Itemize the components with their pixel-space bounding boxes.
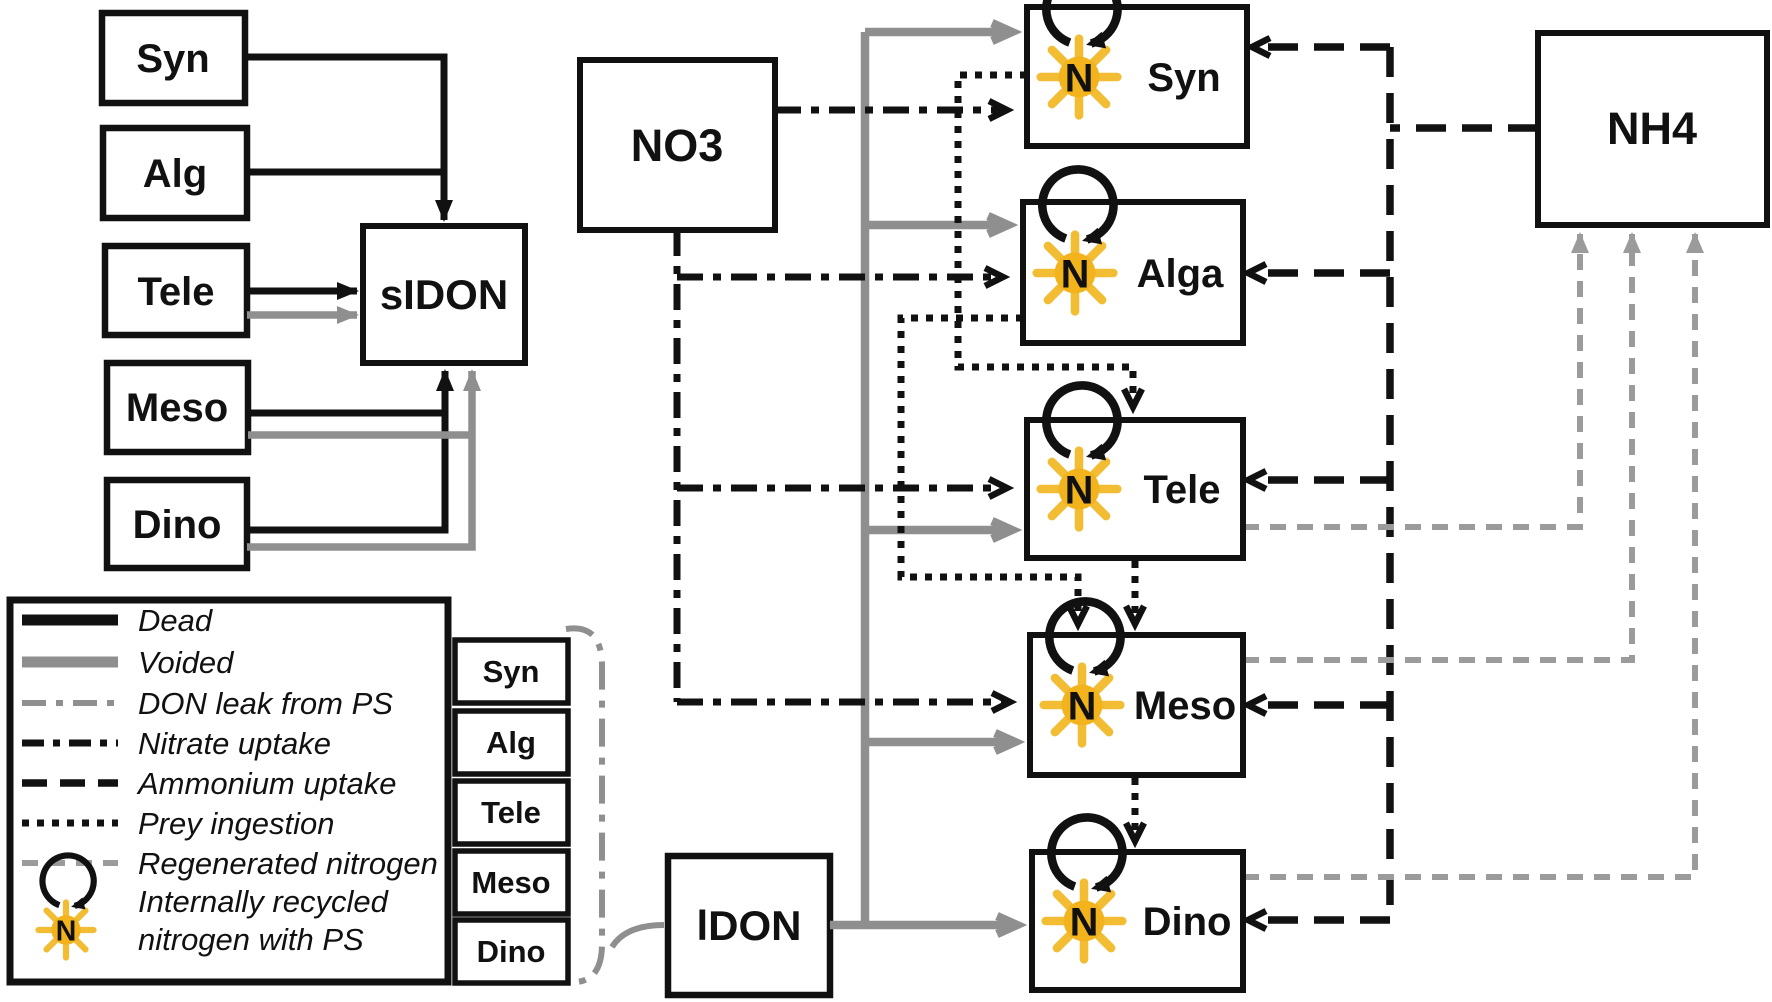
source-box-dino — [103, 476, 251, 572]
flow-prey-syn-to-tele — [954, 71, 1145, 415]
source-box-meso — [103, 359, 252, 456]
organism-label-meso: Meso — [1134, 684, 1236, 728]
source-box-tele — [101, 242, 251, 339]
legend-label-voided: Voided — [138, 645, 235, 680]
ldon-box — [664, 852, 834, 999]
don-leak-flow — [565, 625, 665, 986]
ps-label-meso: Meso — [471, 865, 550, 900]
legend-label-recycled-1: Internally recycled — [138, 884, 390, 919]
flow-regen-dino-to-nh4 — [1243, 232, 1704, 880]
ps-box-tele — [452, 778, 571, 847]
ps-label-dino: Dino — [477, 934, 546, 969]
organism-cluster: Syn Alga Tele Meso Dino — [1020, 0, 1250, 993]
ldon-label: lDON — [697, 902, 802, 949]
legend-label-regen: Regenerated nitrogen — [138, 846, 438, 881]
flow-voided-dino-to-sidon — [247, 369, 481, 551]
ldon-uptake-flows — [830, 32, 1014, 925]
organism-box-dino — [1029, 849, 1246, 993]
flow-prey-alga-to-meso — [897, 314, 1090, 632]
ps-label-tele: Tele — [481, 795, 541, 830]
dead-flows — [245, 53, 454, 534]
source-label-syn: Syn — [136, 37, 209, 81]
legend-label-ammonium: Ammonium uptake — [136, 766, 396, 801]
legend-label-dead: Dead — [138, 603, 214, 638]
organism-label-dino: Dino — [1143, 900, 1232, 944]
prey-ingestion-flows — [897, 71, 1147, 849]
ps-group-brace — [565, 625, 605, 986]
source-label-meso: Meso — [126, 386, 228, 430]
ps-box-dino — [452, 917, 571, 986]
organism-label-tele: Tele — [1143, 468, 1220, 512]
no3-label: NO3 — [631, 120, 724, 171]
ammonium-uptake-flows — [1240, 35, 1538, 932]
ps-label-syn: Syn — [483, 654, 540, 689]
legend-label-prey: Prey ingestion — [138, 806, 334, 841]
flow-dead-dino-to-sidon — [247, 369, 454, 534]
flow-leak-to-ldon — [609, 922, 665, 949]
flow-dead-syn-to-sidon — [245, 53, 453, 222]
legend-box — [6, 596, 452, 986]
left-source-cluster: Syn Alg Tele Meso Dino — [98, 9, 252, 572]
flow-regen-meso-to-nh4 — [1243, 232, 1641, 663]
organism-label-syn: Syn — [1147, 56, 1220, 100]
sidon-box — [360, 223, 528, 366]
source-box-syn — [98, 9, 249, 107]
ps-box-syn — [452, 637, 571, 706]
voided-flows — [247, 306, 481, 551]
nh4-box — [1535, 30, 1770, 228]
source-label-alg: Alg — [143, 152, 207, 196]
regenerated-nitrogen-flows — [1243, 232, 1704, 880]
no3-box — [577, 57, 778, 233]
source-label-tele: Tele — [137, 270, 214, 314]
ps-label-alg: Alg — [486, 725, 536, 760]
flow-regen-tele-to-nh4 — [1243, 232, 1589, 530]
legend: Dead Voided DON leak from PS Nitrate upt… — [6, 596, 452, 986]
source-box-alg — [99, 124, 251, 222]
nh4-label: NH4 — [1607, 103, 1697, 154]
sidon-label: sIDON — [380, 271, 508, 318]
organism-label-alga: Alga — [1137, 252, 1224, 296]
legend-label-nitrate: Nitrate uptake — [138, 726, 331, 761]
source-label-dino: Dino — [133, 503, 222, 547]
ps-box-alg — [452, 708, 571, 777]
nitrate-uptake-flows — [673, 98, 1018, 714]
ps-box-meso — [452, 848, 571, 917]
legend-label-recycled-2: nitrogen with PS — [138, 922, 364, 957]
ps-group-boxes: Syn Alg Tele Meso Dino — [452, 637, 571, 986]
legend-label-don-leak: DON leak from PS — [138, 686, 393, 721]
